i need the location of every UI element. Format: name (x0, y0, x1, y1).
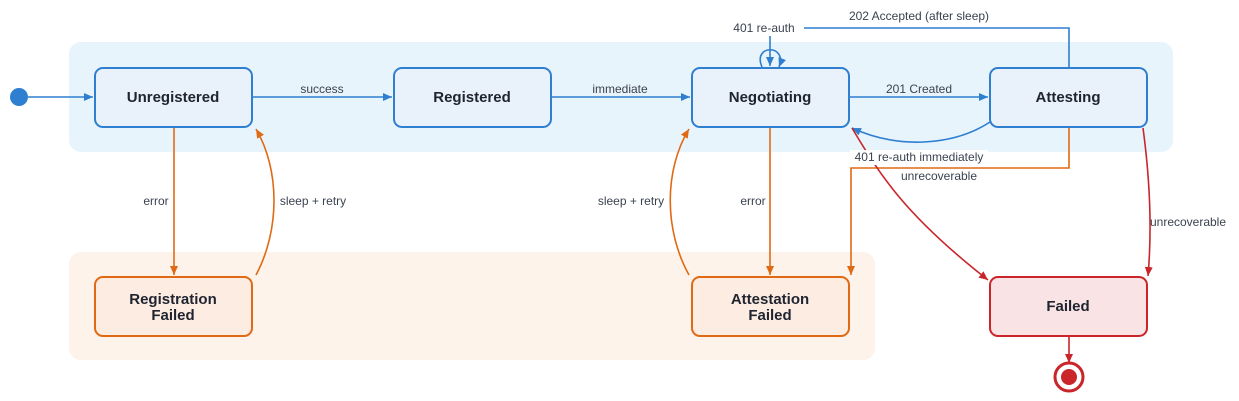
state-registration-failed-line2: Failed (151, 307, 194, 324)
label-unrecoverable-1: unrecoverable (901, 169, 977, 183)
label-error-registration: error (143, 194, 168, 208)
state-registration-failed-line1: Registration (129, 291, 217, 308)
label-202-accepted: 202 Accepted (after sleep) (849, 9, 989, 23)
state-unregistered: Unregistered (94, 67, 253, 128)
label-401-reauth-bg (726, 20, 802, 36)
failure-region (69, 252, 875, 360)
state-attestation-failed-line1: Attestation (731, 291, 809, 308)
edge-unrecoverable-negotiating (851, 127, 989, 281)
state-attestation-failed-line2: Failed (748, 307, 791, 324)
final-state-inner (1061, 369, 1077, 385)
initial-state-dot (10, 88, 28, 106)
label-error-attestation: error (740, 194, 765, 208)
state-negotiating: Negotiating (691, 67, 850, 128)
state-attestation-failed: Attestation Failed (691, 276, 850, 337)
state-registered-label: Registered (433, 89, 511, 106)
state-registration-failed: Registration Failed (94, 276, 253, 337)
label-sleep-retry-registration: sleep + retry (280, 194, 346, 208)
state-negotiating-label: Negotiating (729, 89, 812, 106)
label-unrecoverable-1-bg (898, 169, 980, 184)
label-401-reauth: 401 re-auth (733, 21, 794, 35)
state-unregistered-label: Unregistered (127, 89, 220, 106)
state-failed-label: Failed (1046, 298, 1089, 315)
label-unrecoverable-2: unrecoverable (1150, 215, 1226, 229)
label-success: success (300, 82, 343, 96)
edge-attesting-to-attestation-failed (847, 128, 1070, 275)
edge-202-accepted (804, 27, 1070, 67)
state-attesting-label: Attesting (1036, 89, 1101, 106)
label-sleep-retry-attestation: sleep + retry (598, 194, 664, 208)
state-registered: Registered (393, 67, 552, 128)
label-reauth-immediately: 401 re-auth immediately (855, 150, 984, 164)
state-attesting: Attesting (989, 67, 1148, 128)
label-immediate: immediate (592, 82, 648, 96)
edge-reauth-immediately (851, 121, 991, 143)
edge-unrecoverable-attesting (1142, 127, 1153, 277)
label-reauth-immediately-bg (850, 150, 988, 165)
label-201-created: 201 Created (886, 82, 952, 96)
edge-sleep-retry-registration (255, 128, 275, 276)
edge-sleep-retry-attestation (669, 128, 690, 276)
state-failed: Failed (989, 276, 1148, 337)
